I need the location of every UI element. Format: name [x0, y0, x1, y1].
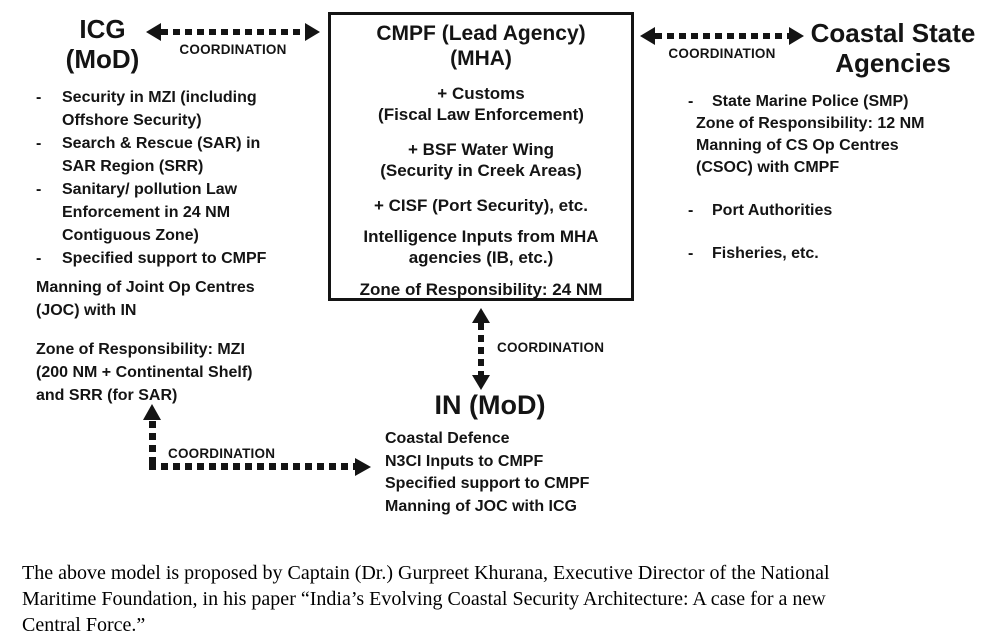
- coordination-label: COORDINATION: [497, 340, 605, 355]
- coastal-state-agencies-title: Coastal State Agencies: [810, 18, 976, 78]
- cmpf-cisf: + CISF (Port Security), etc.: [374, 196, 588, 215]
- list-item: - Sanitary/ pollution Law Enforcement in…: [36, 178, 328, 247]
- coastal-item-port-authorities: - Port Authorities: [688, 199, 988, 222]
- bullet-dash: -: [36, 181, 42, 198]
- dotted-segment-vertical: [149, 421, 156, 467]
- coastal-smp-details: Zone of Responsibility: 12 NM Manning of…: [696, 115, 925, 176]
- dotted-line-horizontal: [640, 27, 804, 45]
- list-item-text: State Marine Police (SMP): [712, 93, 909, 110]
- arrowhead-up-icon: [472, 308, 490, 323]
- bullet-dash: -: [36, 135, 42, 152]
- icg-zone-note: Zone of Responsibility: MZI (200 NM + Co…: [36, 341, 253, 404]
- bullet-dash: -: [688, 245, 694, 262]
- arrowhead-left-icon: [640, 27, 655, 45]
- bullet-dash: -: [688, 93, 694, 110]
- cmpf-title: CMPF (Lead Agency) (MHA): [376, 22, 586, 70]
- coordination-label: COORDINATION: [668, 46, 776, 61]
- caption-text: The above model is proposed by Captain (…: [22, 562, 830, 636]
- arrowhead-right-icon: [305, 23, 320, 41]
- arrowhead-right-icon: [789, 27, 804, 45]
- bullet-dash: -: [36, 89, 42, 106]
- coordination-label: COORDINATION: [168, 446, 276, 461]
- coordination-arrow-icg-cmpf: COORDINATION: [146, 23, 320, 57]
- coastal-item-fisheries: - Fisheries, etc.: [688, 242, 988, 265]
- arrowhead-left-icon: [146, 23, 161, 41]
- dotted-line-horizontal: [146, 23, 320, 41]
- coordination-arrow-cmpf-coastal: COORDINATION: [640, 27, 804, 61]
- cmpf-box: CMPF (Lead Agency) (MHA) + Customs (Fisc…: [328, 12, 634, 301]
- dotted-segment-horizontal: [149, 463, 355, 470]
- icg-title: ICG (MoD): [65, 14, 140, 74]
- arrowhead-up-icon: [143, 404, 161, 420]
- arrowhead-down-icon: [472, 375, 490, 390]
- list-item: - Search & Rescue (SAR) in SAR Region (S…: [36, 132, 328, 178]
- list-item: - Specified support to CMPF: [36, 247, 328, 270]
- list-item-text: Sanitary/ pollution Law Enforcement in 2…: [62, 181, 238, 244]
- icg-joc-note: Manning of Joint Op Centres (JOC) with I…: [36, 279, 255, 319]
- bullet-dash: -: [36, 250, 42, 267]
- list-item-text: Fisheries, etc.: [712, 245, 819, 262]
- icg-list: - Security in MZI (including Offshore Se…: [36, 86, 328, 270]
- cmpf-intelligence: Intelligence Inputs from MHA agencies (I…: [363, 227, 599, 267]
- cmpf-zone: Zone of Responsibility: 24 NM: [359, 280, 603, 299]
- in-mod-list: Coastal Defence N3CI Inputs to CMPF Spec…: [385, 430, 590, 515]
- coastal-item-smp: - State Marine Police (SMP): [688, 91, 988, 113]
- cmpf-customs: + Customs (Fiscal Law Enforcement): [378, 84, 584, 124]
- list-item: - Security in MZI (including Offshore Se…: [36, 86, 328, 132]
- dotted-segment: [655, 33, 789, 39]
- list-item-text: Port Authorities: [712, 202, 833, 219]
- dotted-segment: [478, 323, 484, 375]
- bullet-dash: -: [688, 202, 694, 219]
- list-item-text: Security in MZI (including Offshore Secu…: [62, 89, 257, 129]
- in-mod-title: IN (MoD): [434, 390, 546, 420]
- coordination-arrow-cmpf-in: [469, 308, 493, 390]
- arrowhead-right-icon: [355, 458, 371, 476]
- coordination-label: COORDINATION: [179, 42, 287, 57]
- dotted-segment: [161, 29, 305, 35]
- list-item-text: Search & Rescue (SAR) in SAR Region (SRR…: [62, 135, 261, 175]
- list-item-text: Specified support to CMPF: [62, 250, 267, 267]
- cmpf-bsf: + BSF Water Wing (Security in Creek Area…: [380, 140, 582, 180]
